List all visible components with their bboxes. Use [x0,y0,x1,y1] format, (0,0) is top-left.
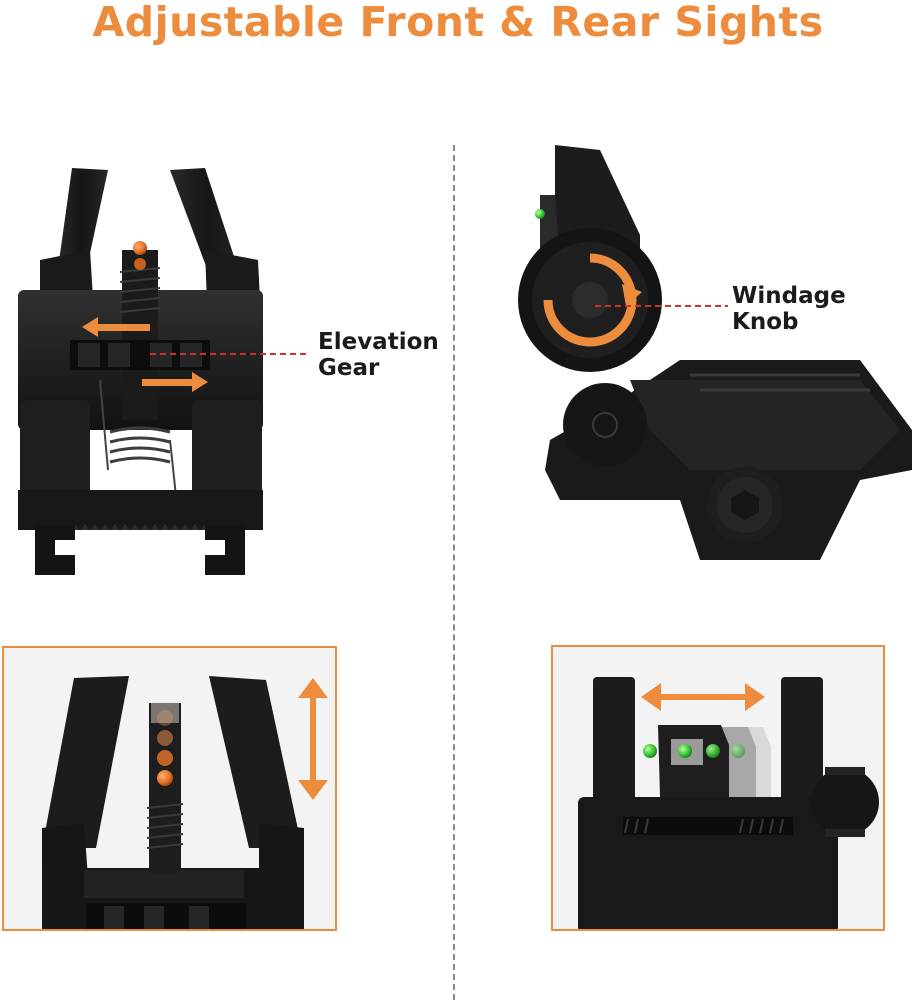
windage-knob-label: Windage Knob [732,283,846,335]
windage-label-line2: Knob [732,309,799,335]
center-divider [453,145,455,1000]
elevation-label-line2: Gear [318,355,380,381]
rear-detail-image [578,677,879,929]
elevation-gear-label: Elevation Gear [318,329,439,381]
page-title: Adjustable Front & Rear Sights [92,0,824,46]
windage-label-line1: Windage [732,283,846,309]
elevation-label-line1: Elevation [318,329,439,355]
rear-detail-panel [551,645,885,931]
front-detail-panel [2,646,337,931]
front-detail-image [42,676,328,929]
